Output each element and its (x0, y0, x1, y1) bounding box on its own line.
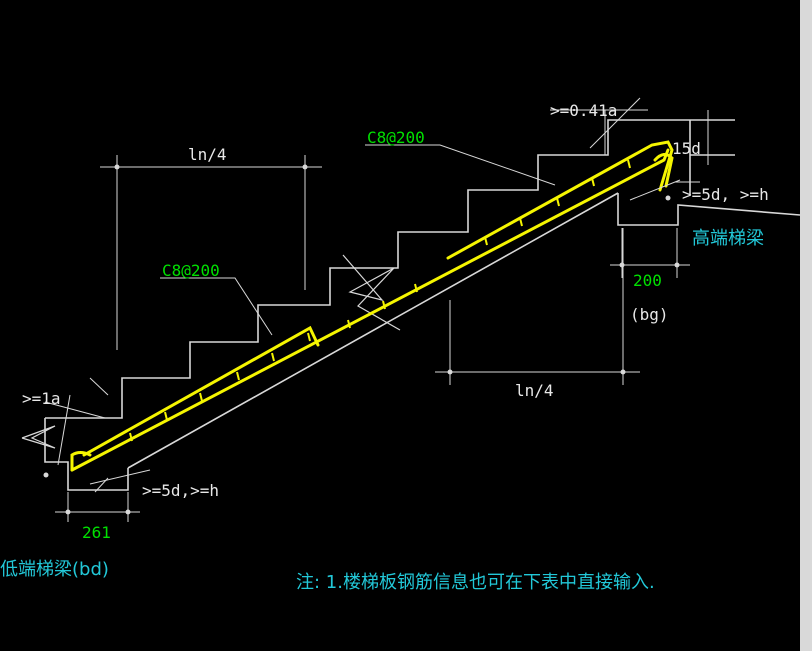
dim-tick (114, 164, 120, 170)
dist-bar (199, 392, 203, 402)
leader-5d-left-tick (94, 477, 109, 493)
label-min-5d-right: >=5d, >=h (682, 185, 769, 204)
label-hook-15d: 15d (672, 139, 701, 158)
dist-bar (129, 432, 133, 442)
label-bg: (bg) (630, 305, 669, 324)
dim-tick (447, 369, 453, 375)
rebar-top-left (82, 325, 320, 457)
window-edge (800, 0, 812, 651)
dist-bar (627, 159, 631, 169)
dim-tick (65, 509, 71, 515)
dim-tick (43, 472, 49, 478)
dist-bar (414, 283, 418, 293)
break-symbols (21, 254, 401, 449)
rebar-group (70, 140, 674, 472)
label-ln4-bottom: ln/4 (515, 381, 554, 400)
leader-rebar-mid (160, 277, 273, 336)
dimension-lines (44, 97, 709, 522)
dist-bar (164, 411, 168, 421)
dist-bar (347, 319, 351, 329)
break-symbol-mid (342, 254, 401, 331)
dist-bar (307, 332, 311, 342)
rebar-hook-high (653, 153, 674, 188)
stair-slab-bottom (127, 192, 619, 469)
note-text: 注: 1.楼梯板钢筋信息也可在下表中直接输入. (296, 572, 655, 593)
dim-tick (665, 195, 671, 201)
break-symbol-left (21, 425, 56, 449)
leader-041la-diag (589, 97, 641, 149)
dist-bar (519, 217, 523, 227)
dist-bar (556, 197, 560, 207)
dim-tick (302, 164, 308, 170)
label-ln4-top: ln/4 (188, 145, 227, 164)
label-high-beam: 高端梯梁 (692, 228, 764, 249)
label-anchor-la: >=1a (22, 389, 61, 408)
dist-bar (591, 177, 595, 187)
low-beam-outline (44, 418, 129, 491)
high-beam-outline (617, 193, 800, 226)
dim-tick (125, 509, 131, 515)
stair-outline (44, 119, 800, 491)
leader-5d-left (89, 469, 151, 485)
label-anchor-041la: >=0.41a (550, 101, 617, 120)
leader-la-tick (89, 377, 109, 396)
leader-la (44, 401, 106, 419)
dim-ticks (43, 164, 680, 515)
rebar-main-bottom (70, 148, 670, 472)
label-width-left: 261 (82, 523, 111, 542)
dist-bar (271, 352, 275, 362)
label-rebar-mid: C8@200 (162, 261, 220, 280)
dim-tick (620, 369, 626, 375)
dim-tick (619, 262, 625, 268)
label-min-5d-left: >=5d,>=h (142, 481, 219, 500)
label-low-beam: 低端梯梁(bd) (0, 559, 109, 580)
leader-5d-right (629, 179, 681, 201)
stair-steps (45, 119, 735, 419)
rebar-top-right (446, 140, 674, 260)
dist-bar (382, 300, 386, 310)
dist-bar (236, 371, 240, 381)
dist-bar (484, 236, 488, 246)
leader-la-diag (57, 394, 71, 466)
label-rebar-top: C8@200 (367, 128, 425, 147)
distribution-bars (129, 159, 631, 442)
dim-tick (674, 262, 680, 268)
label-width-right: 200 (633, 271, 662, 290)
leader-rebar-top (365, 144, 556, 186)
